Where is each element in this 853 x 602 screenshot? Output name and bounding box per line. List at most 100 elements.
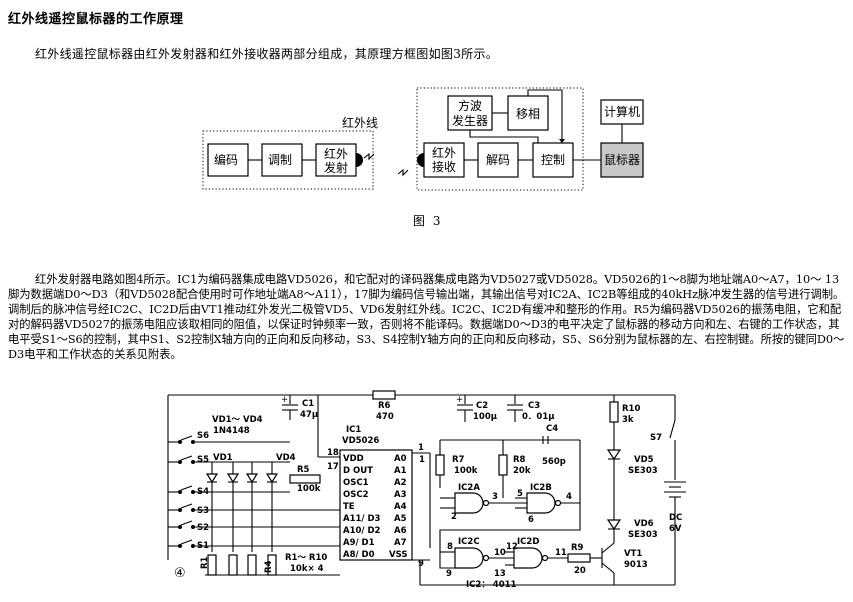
- label-vd1-vd4: VD1～ VD4: [212, 415, 263, 425]
- label-r9: R10: [622, 404, 640, 414]
- transistor-vt1: VT1 9013: [601, 542, 648, 574]
- svg-text:A0: A0: [394, 454, 407, 464]
- gate-ic2b: IC2B: [526, 483, 562, 514]
- svg-text:S3: S3: [197, 506, 209, 516]
- label-vd5026: VD5026: [342, 436, 379, 446]
- block-control: [532, 142, 574, 178]
- block-square-wave-label-1: 方波: [458, 98, 482, 113]
- ic1-chip: [339, 449, 413, 561]
- ic1-right-pins: A0 A1 A2 A3 A4 A5 A6 A7 VSS: [389, 454, 407, 560]
- label-r5: R5: [297, 465, 310, 475]
- svg-text:18: 18: [327, 448, 339, 458]
- svg-text:S6: S6: [197, 431, 209, 441]
- svg-text:A5: A5: [394, 514, 407, 524]
- svg-text:A6: A6: [394, 526, 407, 536]
- led-vd5: VD5 SE303: [606, 449, 658, 476]
- label-r1: R1: [200, 556, 210, 569]
- label-c1-value: 47μ: [300, 410, 318, 420]
- svg-text:10: 10: [494, 548, 506, 558]
- svg-text:12: 12: [506, 542, 518, 552]
- svg-text:D OUT: D OUT: [343, 466, 373, 476]
- label-r7-value: 100k: [454, 466, 478, 476]
- gate-ic2a: IC2A: [454, 483, 490, 514]
- label-infrared: 红外线: [342, 115, 378, 130]
- label-1n4148: 1N4148: [213, 426, 250, 436]
- body-paragraph: 红外发射器电路如图4所示。IC1为编码器集成电路VD5026，和它配对的译码器集…: [8, 273, 845, 361]
- label-c4: C4: [546, 424, 558, 434]
- block-phase-shift-label: 移相: [516, 107, 540, 121]
- svg-text:IC2B: IC2B: [530, 483, 552, 493]
- label-dc: DC: [669, 513, 682, 523]
- label-10k-x4: 10k× 4: [290, 564, 324, 574]
- svg-text:A10/ D2: A10/ D2: [343, 526, 381, 536]
- block-ir-receive-label-1: 红外: [432, 145, 456, 160]
- label-c2: C2: [476, 401, 488, 411]
- block-modulate: [261, 143, 303, 177]
- svg-text:8: 8: [447, 542, 453, 552]
- rx-frame: [416, 87, 584, 191]
- label-c2-value: 100μ: [473, 412, 497, 422]
- ir-wave-icon-2: [397, 168, 409, 177]
- block-mouse-label: 鼠标器: [604, 153, 640, 167]
- block-ir-transmit-label-1: 红外: [324, 146, 348, 161]
- svg-text:13: 13: [494, 569, 506, 579]
- block-ir-receive: [423, 142, 465, 178]
- svg-text:A7: A7: [394, 538, 407, 548]
- switch-s5: S5: [168, 455, 209, 465]
- svg-text:A4: A4: [394, 502, 407, 512]
- svg-text:IC2D: IC2D: [517, 537, 539, 547]
- block-encode: [207, 143, 249, 177]
- svg-text:1: 1: [419, 455, 425, 465]
- label-r6: R6: [378, 401, 391, 411]
- block-ir-transmit-label-2: 发射: [324, 160, 348, 175]
- svg-text:A11/ D3: A11/ D3: [343, 514, 381, 524]
- label-ic1: IC1: [346, 425, 361, 435]
- label-vd4: VD4: [276, 453, 296, 463]
- svg-text:9013: 9013: [624, 560, 648, 570]
- diode-vd4: [265, 462, 279, 552]
- label-r10: R9: [571, 543, 584, 553]
- svg-text:1: 1: [418, 443, 424, 453]
- svg-text:A2: A2: [394, 478, 407, 488]
- block-square-wave-label-2: 发生器: [452, 113, 488, 128]
- svg-text:IC2C: IC2C: [458, 537, 480, 547]
- block-computer: [600, 99, 644, 125]
- intro-text: 红外线遥控鼠标器由红外发射器和红外接收器两部分组成，其原理方框图如图3所示。: [35, 47, 499, 61]
- article-title: 红外线遥控鼠标器的工作原理: [8, 12, 184, 27]
- block-ir-receive-label-2: 接收: [432, 159, 456, 174]
- battery-icon: [664, 481, 686, 498]
- diode-vd2: [226, 462, 240, 552]
- diode-vd3: [245, 462, 259, 552]
- ic1-left-pins: VDD D OUT OSC1 OSC2 TE A11/ D3 A10/ D2 A…: [343, 454, 381, 560]
- tx-frame: [202, 130, 374, 190]
- svg-text:VD5: VD5: [634, 455, 654, 465]
- ir-wave-icon: [363, 152, 375, 161]
- gate-ic2c: IC2C: [454, 537, 490, 569]
- svg-text:+: +: [281, 395, 288, 405]
- label-r5-value: 100k: [297, 484, 321, 494]
- svg-text:VT1: VT1: [624, 549, 642, 559]
- label-c4-value: 560p: [542, 457, 566, 467]
- label-r8-value: 20k: [513, 466, 531, 476]
- svg-text:OSC1: OSC1: [343, 478, 369, 488]
- svg-text:2: 2: [451, 512, 457, 522]
- block-modulate-label: 调制: [268, 153, 292, 167]
- figure-4-number: ④: [174, 566, 186, 581]
- svg-text:SE303: SE303: [628, 466, 658, 476]
- block-control-label: 控制: [541, 153, 565, 167]
- svg-text:SE303: SE303: [628, 530, 658, 540]
- ir-led-icon: [356, 153, 363, 167]
- svg-text:6: 6: [528, 515, 534, 525]
- svg-text:11: 11: [555, 548, 567, 558]
- label-r8: R8: [513, 455, 526, 465]
- circuit-schematic-fig4: S6 S5 S4 S3 S2 S1 VD1～ VD4: [167, 390, 686, 590]
- svg-text:VDD: VDD: [343, 454, 364, 464]
- label-r7: R7: [452, 455, 465, 465]
- switch-s7-label: S7: [650, 433, 662, 443]
- svg-text:A1: A1: [394, 466, 407, 476]
- label-c3-value: 0．01μ: [522, 412, 555, 422]
- block-ir-transmit: [315, 143, 357, 177]
- svg-text:4: 4: [566, 492, 572, 502]
- svg-text:9: 9: [446, 569, 452, 579]
- label-r1-r10: R1～ R10: [285, 553, 327, 563]
